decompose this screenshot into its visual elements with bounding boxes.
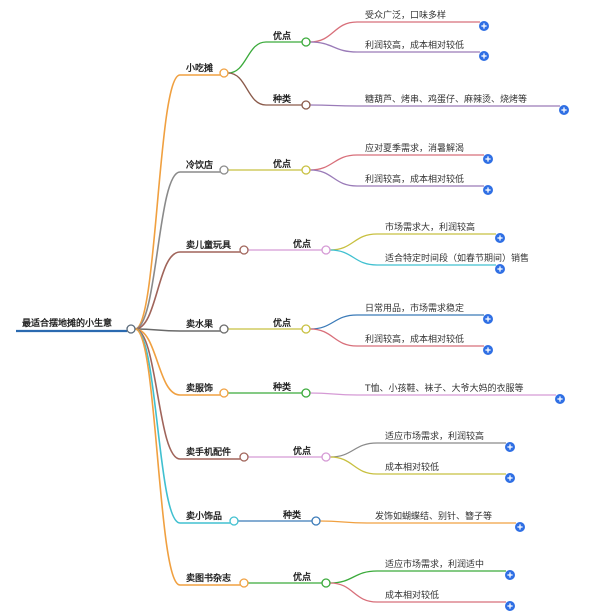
branch-1-group-0-leaf-0: 应对夏季需求，消暑解渴 [365, 142, 464, 154]
branch-1-node[interactable] [219, 165, 229, 175]
branch-2-label: 卖儿童玩具 [186, 239, 231, 251]
expand-leaf-3-0-0-icon[interactable] [483, 314, 493, 324]
root-topic: 最适合摆地摊的小生意 [22, 317, 112, 329]
branch-6-group-0-leaf-0: 发饰如蝴蝶结、别针、簪子等 [375, 510, 492, 522]
branch-4-label: 卖服饰 [186, 382, 213, 394]
branch-6-group-0-label: 种类 [282, 509, 302, 521]
expand-leaf-3-0-1-icon[interactable] [483, 345, 493, 355]
branch-6-node[interactable] [229, 516, 239, 526]
branch-0-group-1-leaf-0: 糖葫芦、烤串、鸡蛋仔、麻辣烫、烧烤等 [365, 93, 527, 105]
expand-leaf-5-0-0-icon[interactable] [505, 442, 515, 452]
branch-2-node[interactable] [239, 245, 249, 255]
branch-1-label: 冷饮店 [186, 159, 213, 171]
branch-4-node[interactable] [219, 388, 229, 398]
branch-2-group-0-label: 优点 [293, 238, 311, 250]
branch-3-node[interactable] [219, 324, 229, 334]
branch-7-group-0-leaf-1: 成本相对较低 [385, 589, 439, 601]
expand-leaf-5-0-1-icon[interactable] [505, 473, 515, 483]
expand-leaf-2-0-1-icon[interactable] [495, 264, 505, 274]
expand-leaf-2-0-0-icon[interactable] [495, 233, 505, 243]
branch-7-group-0-node[interactable] [321, 578, 331, 588]
branch-5-group-0-node[interactable] [321, 452, 331, 462]
branch-5-label: 卖手机配件 [186, 446, 231, 458]
expand-leaf-0-0-1-icon[interactable] [479, 51, 489, 61]
expand-leaf-1-0-0-icon[interactable] [483, 154, 493, 164]
branch-0-group-0-node[interactable] [301, 37, 311, 47]
expand-leaf-0-1-0-icon[interactable] [559, 105, 569, 115]
branch-7-node[interactable] [239, 578, 249, 588]
branch-1-group-0-node[interactable] [301, 165, 311, 175]
branch-2-group-0-leaf-0: 市场需求大，利润较高 [385, 221, 475, 233]
branch-1-group-0-label: 优点 [273, 158, 291, 170]
expand-leaf-6-0-0-icon[interactable] [515, 522, 525, 532]
branch-0-group-1-label: 种类 [272, 93, 292, 105]
branch-7-group-0-label: 优点 [293, 571, 311, 583]
branch-0-node[interactable] [219, 68, 229, 78]
branch-5-group-0-leaf-0: 适应市场需求，利润较高 [385, 430, 484, 442]
branch-7-label: 卖图书杂志 [186, 572, 231, 584]
branch-3-label: 卖水果 [186, 318, 214, 330]
root-node[interactable] [126, 324, 136, 334]
branch-3-group-0-label: 优点 [273, 317, 291, 329]
branch-2-group-0-leaf-1: 适合特定时间段（如春节期间）销售 [385, 252, 529, 264]
branch-1-group-0-leaf-1: 利润较高，成本相对较低 [365, 173, 464, 185]
branch-4-group-0-leaf-0: T恤、小孩鞋、袜子、大爷大妈的衣服等 [364, 382, 524, 394]
branch-3-group-0-leaf-1: 利润较高，成本相对较低 [365, 333, 464, 345]
branch-5-group-0-label: 优点 [293, 445, 311, 457]
branch-4-group-0-node[interactable] [301, 388, 311, 398]
expand-leaf-0-0-0-icon[interactable] [479, 21, 489, 31]
branch-0-group-1-node[interactable] [301, 100, 311, 110]
expand-leaf-7-0-1-icon[interactable] [505, 601, 515, 611]
branch-6-group-0-node[interactable] [311, 516, 321, 526]
branch-6-label: 卖小饰品 [186, 510, 222, 522]
expand-leaf-7-0-0-icon[interactable] [505, 570, 515, 580]
branch-0-label: 小吃摊 [185, 62, 213, 74]
branch-2-group-0-node[interactable] [321, 245, 331, 255]
branch-0-group-0-leaf-1: 利润较高，成本相对较低 [365, 39, 464, 51]
branch-0-group-0-label: 优点 [273, 30, 291, 42]
expand-leaf-4-0-0-icon[interactable] [555, 394, 565, 404]
expand-leaf-1-0-1-icon[interactable] [483, 185, 493, 195]
branch-7-group-0-leaf-0: 适应市场需求，利润适中 [385, 558, 484, 570]
branch-3-group-0-node[interactable] [301, 324, 311, 334]
branch-5-group-0-leaf-1: 成本相对较低 [385, 461, 439, 473]
branch-3-group-0-leaf-0: 日常用品，市场需求稳定 [365, 302, 464, 314]
branch-0-group-0-leaf-0: 受众广泛，口味多样 [365, 9, 446, 21]
branch-4-group-0-label: 种类 [272, 381, 292, 393]
branch-5-node[interactable] [239, 452, 249, 462]
